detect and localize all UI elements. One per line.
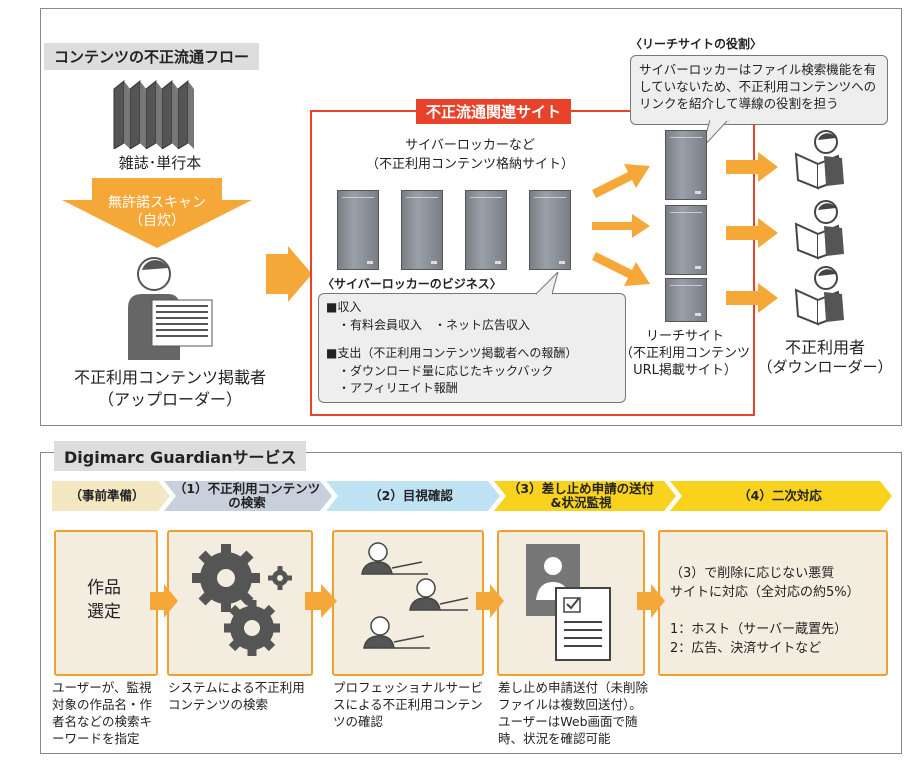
phase-0-label: （事前準備）	[69, 487, 145, 503]
reach-server-3	[665, 278, 707, 322]
user-sublabel: （ダウンローダー）	[757, 358, 893, 376]
step-1-description: システムによる不正利用コンテンツの検索	[168, 680, 305, 712]
step-3-description: 差し止め申請送付（未削除ファイルは複数回送付）。ユーザーはWeb画面で随時、状況…	[498, 680, 649, 746]
business-line-1: ■収入	[326, 300, 362, 314]
cyberlocker-sublabel: （不正利用コンテンツ格納サイト）	[365, 157, 574, 172]
phase-chevrons	[52, 481, 892, 511]
step-0-text-2: 選定	[87, 602, 121, 622]
step-arrow-4	[637, 584, 665, 618]
phase-2-label: （2）目視確認	[369, 487, 453, 503]
request-document-icon	[520, 540, 620, 668]
reach-role-bubble: サイバーロッカーはファイル検索機能を有していないため、不正利用コンテンツへのリン…	[630, 55, 888, 125]
scan-label: 無許諾スキャン	[108, 195, 206, 211]
uploader-icon	[118, 256, 214, 360]
user-label: 不正利用者	[784, 338, 865, 357]
scan-arrow	[62, 178, 252, 248]
uploader-label: 不正利用コンテンツ掲載者	[73, 368, 266, 387]
user-reading-icon-2	[788, 198, 848, 260]
gears-icon	[188, 542, 298, 660]
business-title: 〈サイバーロッカーのビジネス〉	[322, 277, 502, 291]
magazines-icon	[108, 77, 208, 150]
reach-site-sublabel-1: （不正利用コンテンツ	[619, 346, 750, 361]
to-reach-arrows	[592, 160, 652, 290]
business-line-3: ■支出（不正利用コンテンツ掲載者への報酬）	[326, 346, 578, 360]
flow-section-frame	[40, 8, 902, 426]
business-bubble-tail	[534, 270, 566, 296]
service-section-title: Digimarc Guardianサービス	[54, 441, 307, 471]
reach-server-1	[665, 130, 707, 200]
flow-section-title: コンテンツの不正流通フロー	[44, 43, 260, 70]
cyberlocker-server-3	[465, 190, 507, 270]
step-box-2	[332, 530, 484, 676]
reach-site-label: リーチサイト	[645, 329, 724, 344]
cyberlocker-server-2	[401, 190, 443, 270]
step-arrow-3	[476, 584, 504, 618]
reach-server-2	[665, 205, 707, 275]
scan-sublabel: （自炊）	[129, 213, 185, 229]
to-user-arrow-2	[726, 218, 778, 248]
user-reading-icon-3	[788, 264, 848, 326]
reach-role-title: 〈リーチサイトの役割〉	[630, 37, 763, 51]
step-box-4	[658, 530, 888, 676]
business-bubble	[318, 293, 626, 403]
step-4-line-2: サイトに対応（全対応の約5%）	[670, 585, 860, 600]
to-user-arrow-3	[726, 283, 778, 313]
related-sites-title: 不正流通関連サイト	[416, 99, 572, 124]
business-line-2: ・有料会員収入 ・ネット広告収入	[338, 318, 531, 332]
uploader-sublabel: （アップローダー）	[97, 390, 242, 409]
step-arrow-2	[305, 584, 337, 618]
step-2-description: プロフェッショナルサービスによる不正利用コンテンツの確認	[333, 680, 484, 729]
cyberlocker-label: サイバーロッカーなど	[405, 138, 535, 153]
business-line-5: ・アフィリエイト報酬	[338, 381, 458, 395]
to-user-arrow-1	[726, 152, 778, 182]
step-0-description: ユーザーが、監視対象の作品名・作者名などの検索キーワードを指定	[52, 680, 153, 746]
business-line-4: ・ダウンロード量に応じたキックバック	[338, 364, 554, 378]
step-4-line-3: 1：ホスト（サーバー蔵置先）	[670, 622, 848, 637]
upload-arrow	[266, 246, 312, 302]
phase-4-label: （4）二次対応	[738, 487, 822, 503]
reviewers-icon	[350, 538, 470, 668]
cyberlocker-server-1	[337, 190, 379, 270]
cyberlocker-server-4	[529, 190, 571, 270]
service-section-frame	[40, 452, 902, 754]
step-arrow-1	[150, 584, 178, 618]
magazines-label: 雑誌･単行本	[118, 154, 202, 172]
user-reading-icon-1	[788, 128, 848, 190]
step-box-0	[54, 530, 158, 676]
step-4-line-4: 2：広告、決済サイトなど	[670, 641, 822, 656]
phase-1-label: （1）不正利用コンテンツの検索	[173, 480, 321, 510]
phase-3-label: （3）差し止め申請の送付&状況監視	[507, 480, 655, 510]
step-4-line-1: （3）で削除に応じない悪質	[670, 566, 835, 581]
step-0-text-1: 作品	[87, 578, 121, 598]
reach-site-sublabel-2: URL掲載サイト）	[633, 363, 737, 378]
